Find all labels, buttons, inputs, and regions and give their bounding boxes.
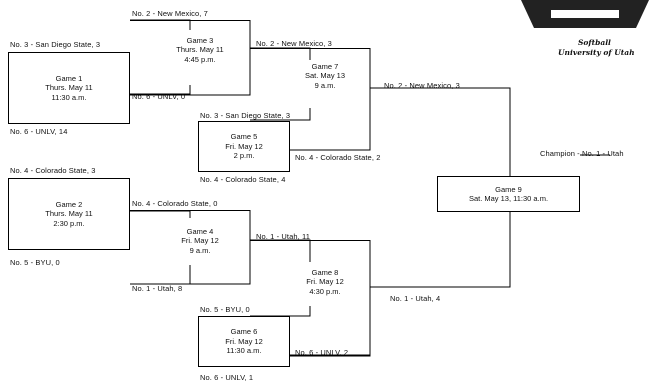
- game-8-bracket: [250, 240, 371, 357]
- team-g1-bottom: No. 6 - UNLV, 14: [10, 127, 68, 136]
- team-g3-top: No. 2 - New Mexico, 7: [132, 9, 208, 18]
- game-1-title: Game 1: [55, 73, 83, 83]
- game-4-title: Game 4: [186, 226, 214, 236]
- team-g2-top: No. 4 - Colorado State, 3: [10, 166, 96, 175]
- game-8-box: Game 8 Fri. May 12 4:30 p.m.: [280, 262, 370, 302]
- game-8-day: Fri. May 12: [306, 277, 344, 287]
- team-g3-winner: No. 2 - New Mexico, 3: [256, 39, 332, 48]
- game-9-title: Game 9: [495, 184, 522, 194]
- team-g5-winner: No. 4 - Colorado State, 2: [295, 153, 381, 162]
- game-3-title: Game 3: [186, 35, 214, 45]
- champion-label: Champion - No. 1 - Utah: [540, 149, 624, 158]
- team-g4-winner: No. 1 - Utah, 11: [256, 232, 310, 241]
- game-8-title: Game 8: [311, 267, 339, 277]
- game-3-time: 4:45 p.m.: [184, 54, 216, 64]
- game-7-time: 9 a.m.: [314, 80, 336, 90]
- game-7-day: Sat. May 13: [304, 71, 346, 81]
- game-2-time: 2:30 p.m.: [53, 218, 85, 228]
- game-4-bracket: [130, 210, 251, 285]
- team-g6-bottom: No. 6 - UNLV, 1: [200, 373, 254, 382]
- game-6-day: Fri. May 12: [225, 336, 263, 346]
- game-3-box: Game 3 Thurs. May 11 4:45 p.m.: [150, 30, 250, 70]
- game-4-day: Fri. May 12: [181, 236, 219, 246]
- game-4-box: Game 4 Fri. May 12 9 a.m.: [150, 218, 250, 264]
- game-3-day: Thurs. May 11: [176, 45, 224, 55]
- logo-line2: University of Utah: [558, 48, 635, 57]
- team-g4-bottom: No. 1 - Utah, 8: [132, 284, 183, 293]
- game-1-box: Game 1 Thurs. May 11 11:30 a.m.: [8, 52, 130, 124]
- team-g1-top: No. 3 - San Diego State, 3: [10, 40, 101, 49]
- team-g6-top: No. 5 - BYU, 0: [200, 305, 250, 314]
- game-4-time: 9 a.m.: [189, 245, 211, 255]
- team-g5-top: No. 3 - San Diego State, 3: [200, 111, 291, 120]
- conference-logo: Softball University of Utah: [516, 0, 654, 75]
- team-g3-loser: No. 6 - UNLV, 0: [132, 92, 186, 101]
- game-5-day: Fri. May 12: [225, 141, 263, 151]
- game-5-time: 2 p.m.: [233, 151, 255, 161]
- logo-emblem: [521, 0, 649, 28]
- team-g8-winner: No. 1 - Utah, 4: [390, 294, 441, 303]
- game-2-title: Game 2: [55, 199, 83, 209]
- game-1-day: Thurs. May 11: [45, 83, 93, 93]
- game-7-title: Game 7: [311, 61, 339, 71]
- game-2-box: Game 2 Thurs. May 11 2:30 p.m.: [8, 178, 130, 250]
- game-8-time: 4:30 p.m.: [309, 286, 341, 296]
- team-g4-top: No. 4 - Colorado State, 0: [132, 199, 218, 208]
- team-g6-winner: No. 6 - UNLV, 2: [295, 348, 349, 357]
- game-7-bracket: [250, 48, 371, 151]
- logo-line1: Softball: [578, 38, 611, 47]
- game-1-time: 11:30 a.m.: [51, 92, 87, 102]
- team-g7-winner: No. 2 - New Mexico, 3: [384, 81, 460, 90]
- team-g2-bottom: No. 5 - BYU, 0: [10, 258, 60, 267]
- game-7-box: Game 7 Sat. May 13 9 a.m.: [280, 58, 370, 94]
- game-6-title: Game 6: [230, 327, 258, 337]
- game-6-box: Game 6 Fri. May 12 11:30 a.m.: [198, 316, 290, 367]
- game-6-time: 11:30 a.m.: [226, 346, 262, 356]
- game-5-title: Game 5: [230, 132, 258, 142]
- team-g5-bottom: No. 4 - Colorado State, 4: [200, 175, 286, 184]
- game-2-day: Thurs. May 11: [45, 209, 93, 219]
- game-9-line: Sat. May 13, 11:30 a.m.: [468, 194, 549, 203]
- game-9-box: Game 9 Sat. May 13, 11:30 a.m.: [437, 176, 580, 212]
- game-5-box: Game 5 Fri. May 12 2 p.m.: [198, 121, 290, 172]
- game-3-bracket: [130, 20, 251, 96]
